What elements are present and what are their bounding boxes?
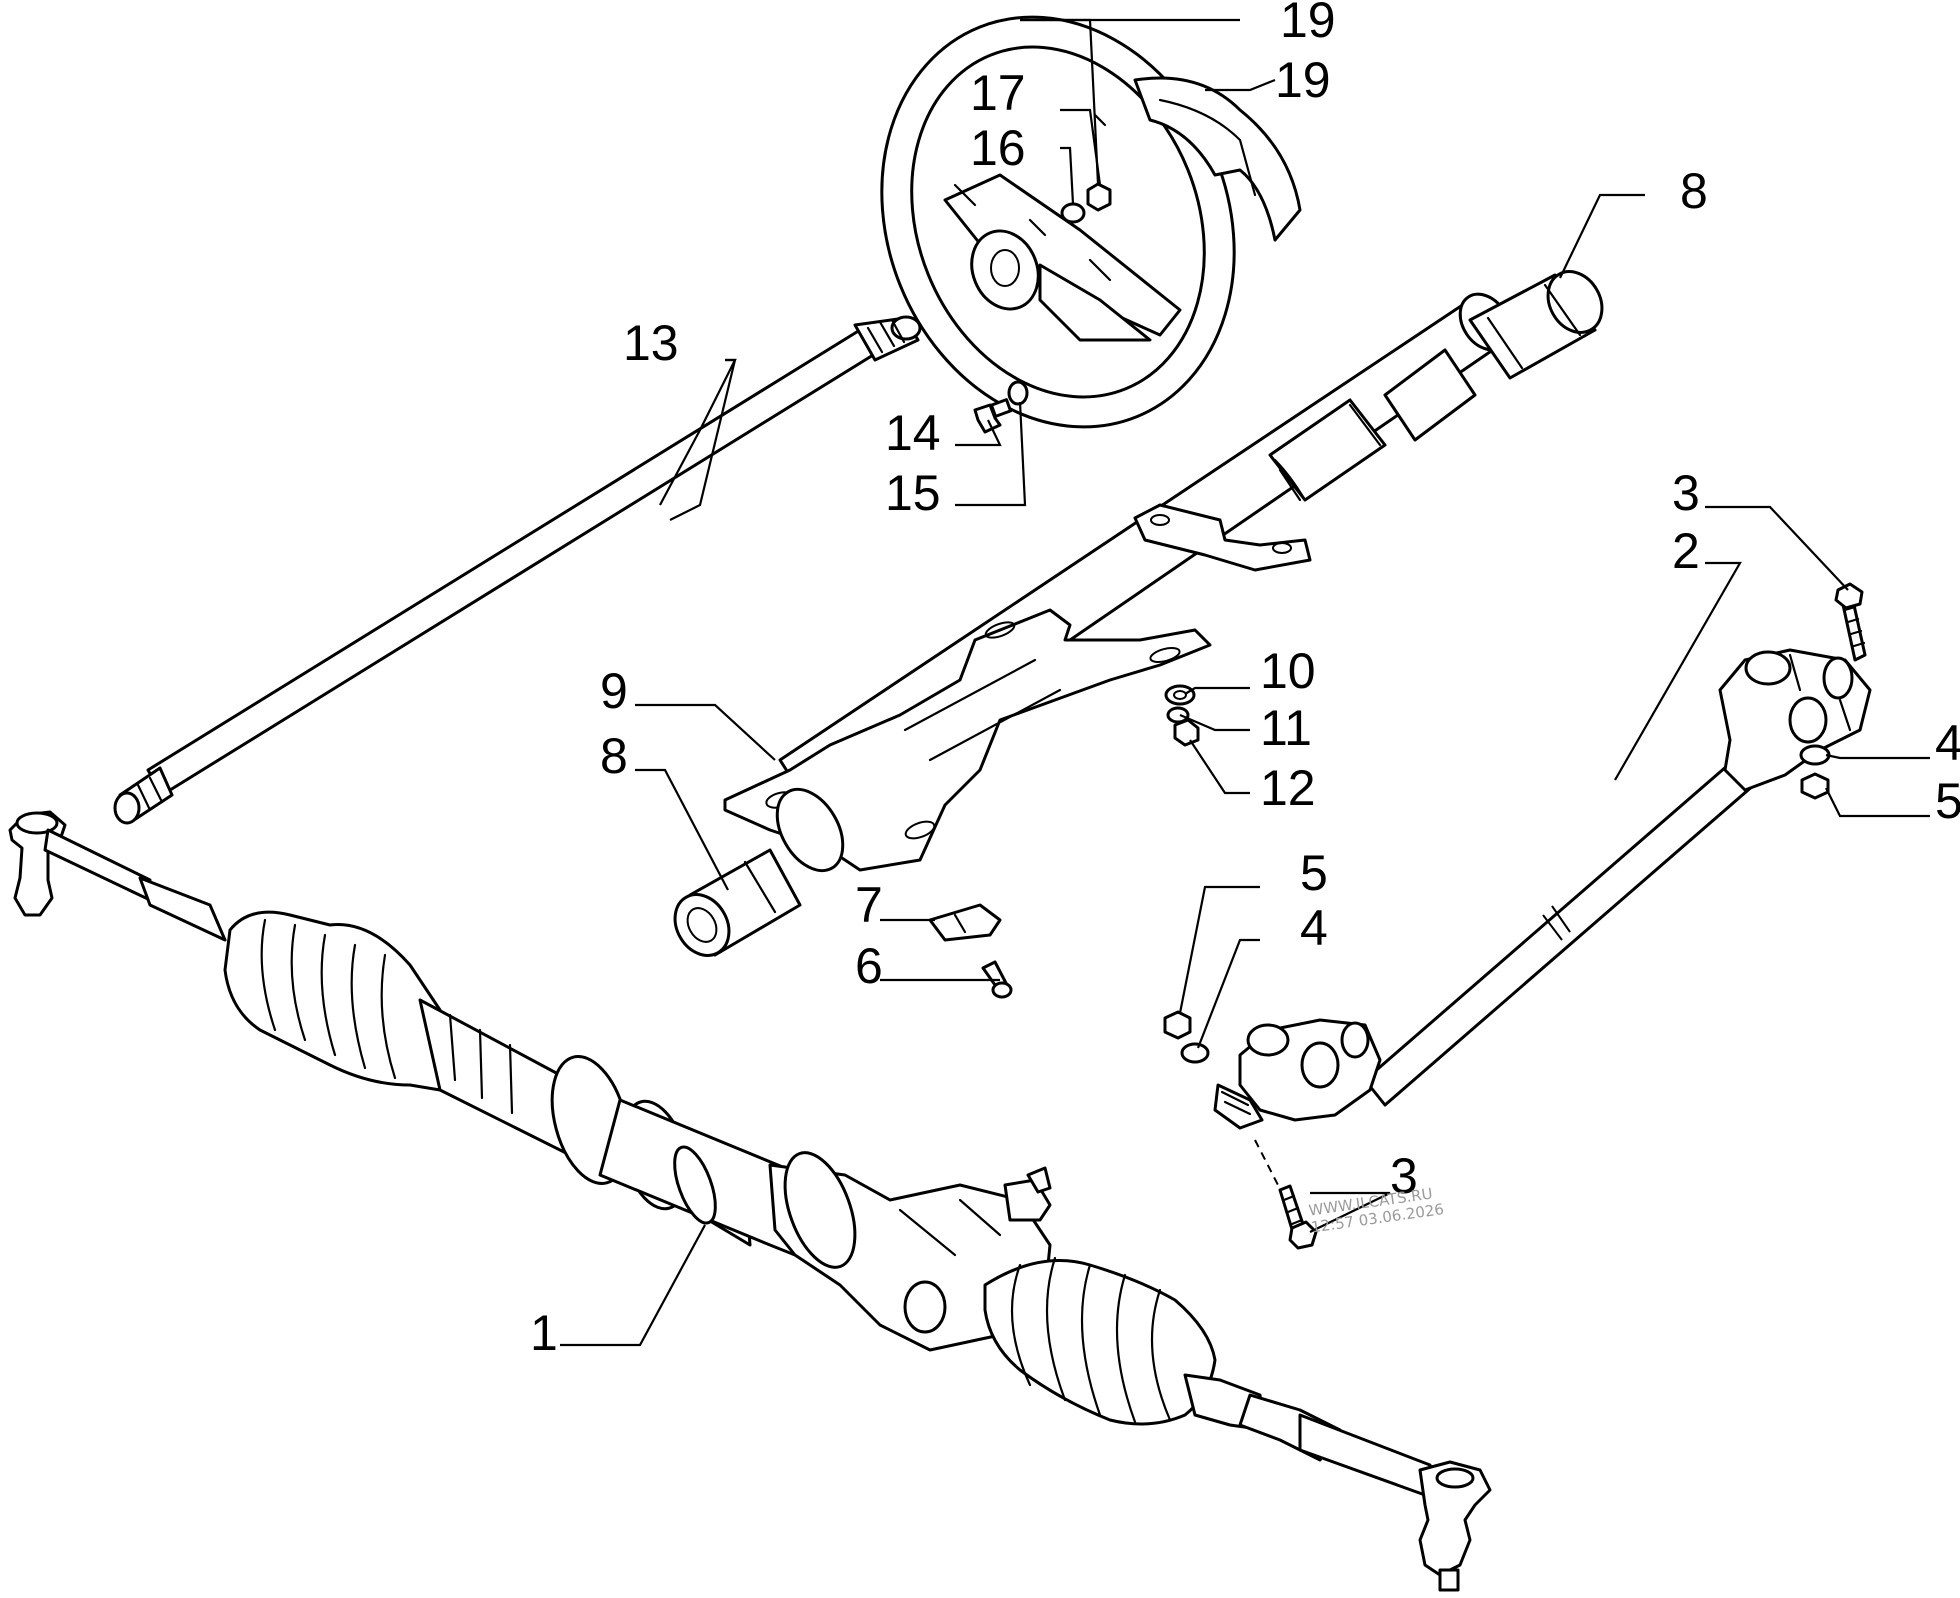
pinch-bolt-lower xyxy=(1254,1139,1318,1250)
callout-15: 15 xyxy=(885,465,941,521)
upper-bush xyxy=(1468,270,1604,380)
washer-nut-left xyxy=(1163,1010,1210,1064)
leader-lines xyxy=(560,18,1930,1347)
callout-5-right: 5 xyxy=(1935,773,1960,829)
callout-16: 16 xyxy=(970,120,1026,176)
callout-4-left: 4 xyxy=(1300,900,1328,956)
screw xyxy=(981,960,1013,999)
callout-5-left: 5 xyxy=(1300,845,1328,901)
callout-8-bottom: 8 xyxy=(600,728,628,784)
callout-2: 2 xyxy=(1672,523,1700,579)
callout-17: 17 xyxy=(970,65,1026,121)
washer-nut-right xyxy=(1799,744,1831,800)
steering-wheel xyxy=(880,15,1236,429)
steering-rack xyxy=(8,810,1492,1592)
callout-18: 19 xyxy=(1280,0,1336,48)
callout-19: 19 xyxy=(1275,52,1331,108)
callout-9: 9 xyxy=(600,663,628,719)
steering-shaft xyxy=(113,315,922,825)
small-bolt xyxy=(973,380,1029,434)
callout-7: 7 xyxy=(855,877,883,933)
callout-4-right: 4 xyxy=(1935,715,1960,771)
callout-12: 12 xyxy=(1260,760,1316,816)
callout-14: 14 xyxy=(885,405,941,461)
callout-6: 6 xyxy=(855,938,883,994)
intermediate-shaft xyxy=(1213,648,1872,1130)
callout-11: 11 xyxy=(1260,700,1312,756)
callout-8-top: 8 xyxy=(1680,163,1708,219)
clip xyxy=(928,903,1002,942)
lower-bush xyxy=(673,787,845,957)
upper-bracket xyxy=(1133,503,1312,572)
callout-13: 13 xyxy=(623,315,679,371)
washers-and-nut xyxy=(1164,684,1200,747)
callout-3-bottom: 3 xyxy=(1390,1148,1418,1204)
callout-labels: 19 19 17 16 8 13 14 15 3 2 10 11 12 4 5 … xyxy=(530,0,1960,1361)
callout-10: 10 xyxy=(1260,643,1316,699)
horn-cover xyxy=(1093,76,1302,242)
watermark: WWW.ILCATS.RU 12:57 03.06.2026 xyxy=(1308,1184,1445,1236)
callout-1: 1 xyxy=(530,1305,558,1361)
callout-3-top: 3 xyxy=(1672,465,1700,521)
mounting-bracket xyxy=(723,608,1212,872)
pinch-bolt-upper xyxy=(1834,582,1867,662)
